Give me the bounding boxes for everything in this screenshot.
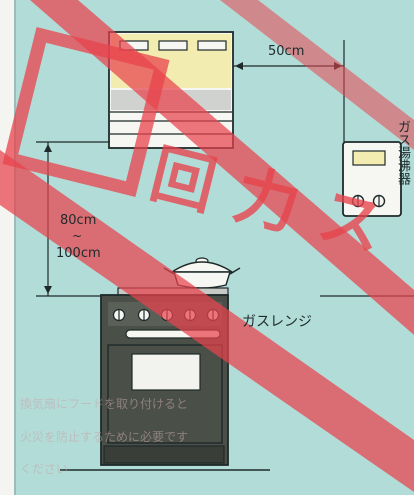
watermark-band-bottom — [0, 150, 414, 492]
faint-text-line: 火災を防止するために必要です — [20, 430, 189, 444]
water-heater-display — [352, 150, 386, 166]
range-hood-button — [197, 40, 227, 51]
watermark-band-corner — [220, 0, 414, 150]
faint-text-line: ください — [20, 462, 69, 476]
distance-label: 50cm — [268, 44, 305, 59]
watermark-band-top — [30, 0, 414, 335]
watermark-square — [2, 27, 170, 197]
gas-water-heater — [342, 141, 402, 217]
stove-drawer — [103, 445, 225, 464]
height-label-top: 80cm — [60, 213, 97, 228]
water-heater-label: ガス湯沸器 — [395, 120, 410, 185]
oven-window — [131, 353, 201, 391]
height-label-tilde: ~ — [72, 229, 83, 243]
left-page-strip — [0, 0, 14, 495]
left-strip-edge — [14, 0, 16, 495]
height-label-bottom: 100cm — [56, 246, 101, 261]
faint-text-line: 換気扇にフードを取り付けると — [20, 397, 189, 411]
range-hood-button — [158, 40, 188, 51]
cooking-pot — [163, 257, 241, 289]
gas-range — [100, 287, 229, 466]
stove-label: ガスレンジ — [242, 314, 312, 330]
